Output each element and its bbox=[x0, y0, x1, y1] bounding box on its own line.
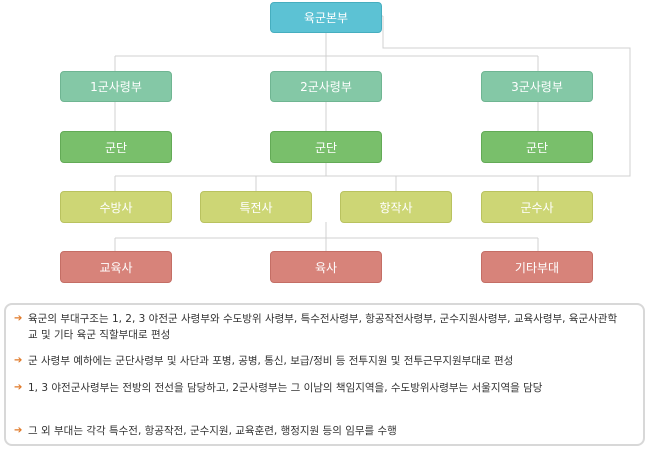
corps-1-box: 군단 bbox=[60, 131, 172, 163]
note-item: ➔ 군 사령부 예하에는 군단사령부 및 사단과 포병, 공병, 통신, 보급/… bbox=[14, 353, 626, 369]
note-item: ➔ 육군의 부대구조는 1, 2, 3 야전군 사령부와 수도방위 사령부, 특… bbox=[14, 311, 626, 343]
hq-box: 육군본부 bbox=[270, 2, 382, 33]
note-item: ➔ 그 외 부대는 각각 특수전, 항공작전, 군수지원, 교육훈련, 행정지원… bbox=[14, 423, 626, 439]
note-text: 육군의 부대구조는 1, 2, 3 야전군 사령부와 수도방위 사령부, 특수전… bbox=[28, 313, 618, 341]
education-command-box: 교육사 bbox=[60, 251, 172, 283]
aviation-box: 항작사 bbox=[340, 191, 452, 223]
arrow-right-icon: ➔ bbox=[14, 313, 23, 324]
notes-panel: ➔ 육군의 부대구조는 1, 2, 3 야전군 사령부와 수도방위 사령부, 특… bbox=[4, 303, 645, 446]
other-units-box: 기타부대 bbox=[481, 251, 593, 283]
note-item: ➔ 1, 3 야전군사령부는 전방의 전선을 담당하고, 2군사령부는 그 이남… bbox=[14, 380, 626, 396]
special-warfare-box: 특전사 bbox=[200, 191, 312, 223]
note-text: 1, 3 야전군사령부는 전방의 전선을 담당하고, 2군사령부는 그 이남의 … bbox=[28, 382, 543, 394]
capital-defense-box: 수방사 bbox=[60, 191, 172, 223]
logistics-box: 군수사 bbox=[481, 191, 593, 223]
arrow-right-icon: ➔ bbox=[14, 355, 23, 366]
army-2-box: 2군사령부 bbox=[270, 71, 382, 102]
corps-2-box: 군단 bbox=[270, 131, 382, 163]
military-academy-box: 육사 bbox=[270, 251, 382, 283]
corps-3-box: 군단 bbox=[481, 131, 593, 163]
arrow-right-icon: ➔ bbox=[14, 382, 23, 393]
arrow-right-icon: ➔ bbox=[14, 425, 23, 436]
army-3-box: 3군사령부 bbox=[481, 71, 593, 102]
army-1-box: 1군사령부 bbox=[60, 71, 172, 102]
note-text: 군 사령부 예하에는 군단사령부 및 사단과 포병, 공병, 통신, 보급/정비… bbox=[28, 355, 514, 367]
note-text: 그 외 부대는 각각 특수전, 항공작전, 군수지원, 교육훈련, 행정지원 등… bbox=[28, 425, 397, 437]
